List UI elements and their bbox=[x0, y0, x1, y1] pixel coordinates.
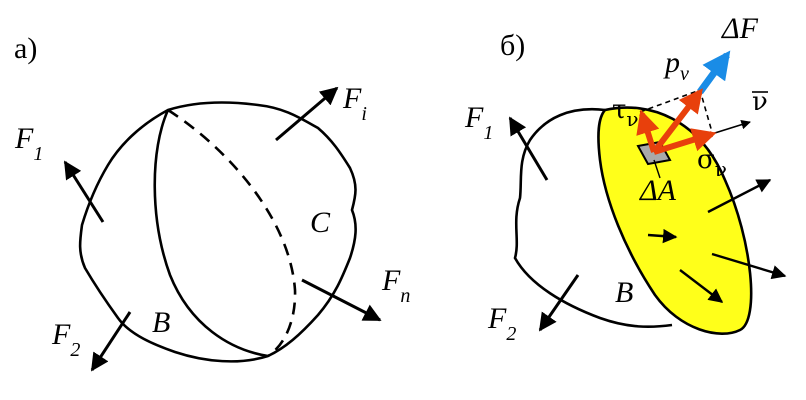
p-arrow bbox=[651, 88, 703, 154]
panel-a: а) F1 F2 Fi Fn B C bbox=[14, 32, 410, 372]
delta-f-arrow bbox=[697, 50, 731, 95]
section-arrow-2 bbox=[647, 228, 678, 244]
force-f2-arrow bbox=[538, 274, 580, 332]
sigma-arrow bbox=[653, 128, 717, 155]
section-line-back bbox=[167, 108, 297, 358]
label-normal: ν bbox=[752, 87, 768, 117]
label-fi: Fi bbox=[342, 82, 367, 125]
label-delta-f: ΔF bbox=[721, 12, 759, 45]
label-part-b: B bbox=[152, 306, 170, 339]
force-fn-arrow bbox=[301, 278, 382, 322]
panel-b: б) F1 F2 B ΔF pν τν σν ν ΔA bbox=[464, 12, 787, 345]
force-f2-arrow bbox=[90, 311, 132, 372]
tau-arrow bbox=[636, 109, 660, 153]
force-fi-arrow bbox=[275, 86, 339, 142]
force-f1-arrow bbox=[508, 116, 549, 181]
label-part-b: B bbox=[615, 276, 633, 309]
label-p: pν bbox=[663, 46, 689, 85]
section-arrow-1 bbox=[707, 178, 772, 214]
half-body-outline bbox=[513, 107, 673, 329]
section-arrow-4 bbox=[679, 269, 724, 303]
label-delta-a: ΔA bbox=[639, 174, 677, 207]
panel-b-tag: б) bbox=[500, 29, 525, 62]
label-f2: F2 bbox=[487, 302, 516, 345]
label-f1: F1 bbox=[464, 101, 493, 144]
label-sigma: σν bbox=[697, 145, 727, 181]
section-line-front bbox=[153, 109, 269, 358]
section-arrow-3 bbox=[711, 252, 787, 280]
area-leader bbox=[653, 159, 661, 179]
label-part-c: C bbox=[310, 206, 331, 239]
label-fn: Fn bbox=[381, 264, 410, 307]
label-f2: F2 bbox=[51, 318, 80, 361]
panel-a-tag: а) bbox=[14, 32, 37, 65]
label-f1: F1 bbox=[14, 122, 43, 165]
force-f1-arrow bbox=[63, 160, 105, 223]
body-outline bbox=[78, 101, 357, 363]
label-tau: τν bbox=[612, 95, 639, 131]
